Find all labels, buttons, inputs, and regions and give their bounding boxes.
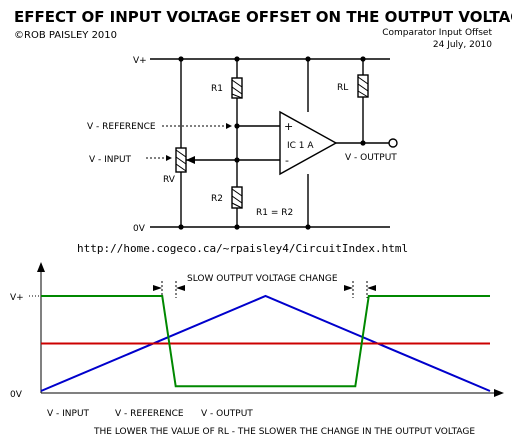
y-bottom-label: 0V [10, 390, 23, 400]
output-terminal [388, 138, 398, 148]
author-credit: ©ROB PAISLEY 2010 [14, 30, 117, 41]
minus-input-sign: - [285, 154, 289, 167]
resistor-equation: R1 = R2 [256, 208, 293, 218]
zero-volt-label: 0V [133, 224, 146, 234]
r1-label: R1 [211, 84, 223, 94]
vplus-label: V+ [133, 56, 147, 66]
legend-v-reference: V - REFERENCE [115, 409, 184, 419]
y-top-label: V+ [10, 293, 24, 303]
probe-arrows [146, 125, 226, 159]
resistor-r2 [231, 186, 243, 209]
potentiometer-rv [175, 147, 195, 173]
v-output-line [41, 295, 490, 388]
schematic-wires [150, 58, 390, 228]
waveform-caption: THE LOWER THE VALUE OF RL - THE SLOWER T… [93, 427, 475, 437]
waveform-axes [29, 270, 497, 394]
subject-label: Comparator Input Offset [382, 28, 492, 38]
x-axis-arrow-icon [494, 389, 504, 397]
v-input-label: V - INPUT [89, 155, 132, 165]
rv-label: RV [163, 175, 176, 185]
marker-arrow-icon [344, 285, 353, 291]
resistor-r1 [231, 77, 243, 99]
waveform-series [40, 294, 491, 392]
comparator-ic [279, 110, 338, 176]
r2-label: R2 [211, 194, 223, 204]
legend-v-input: V - INPUT [47, 409, 90, 419]
rl-label: RL [337, 83, 348, 93]
input-arrow-icon [166, 155, 172, 161]
resistor-rl [357, 74, 369, 98]
reference-arrow-icon [226, 123, 232, 129]
date-label: 24 July, 2010 [433, 40, 492, 50]
legend-v-output: V - OUTPUT [201, 409, 253, 419]
source-url: http://home.cogeco.ca/~rpaisley4/Circuit… [77, 242, 408, 255]
marker-arrow-icon [367, 285, 376, 291]
plus-input-sign: + [284, 120, 293, 133]
v-reference-label: V - REFERENCE [87, 122, 156, 132]
junction-dots [178, 56, 366, 230]
y-axis-arrow-icon [37, 262, 45, 272]
v-output-label: V - OUTPUT [345, 153, 397, 163]
v-input-line [40, 294, 491, 392]
marker-arrow-icon [176, 285, 185, 291]
page-title: EFFECT OF INPUT VOLTAGE OFFSET ON THE OU… [14, 8, 512, 26]
marker-arrow-icon [153, 285, 162, 291]
ic-label: IC 1 A [287, 141, 314, 151]
slow-change-label: SLOW OUTPUT VOLTAGE CHANGE [187, 274, 338, 284]
transition-markers [161, 281, 368, 298]
